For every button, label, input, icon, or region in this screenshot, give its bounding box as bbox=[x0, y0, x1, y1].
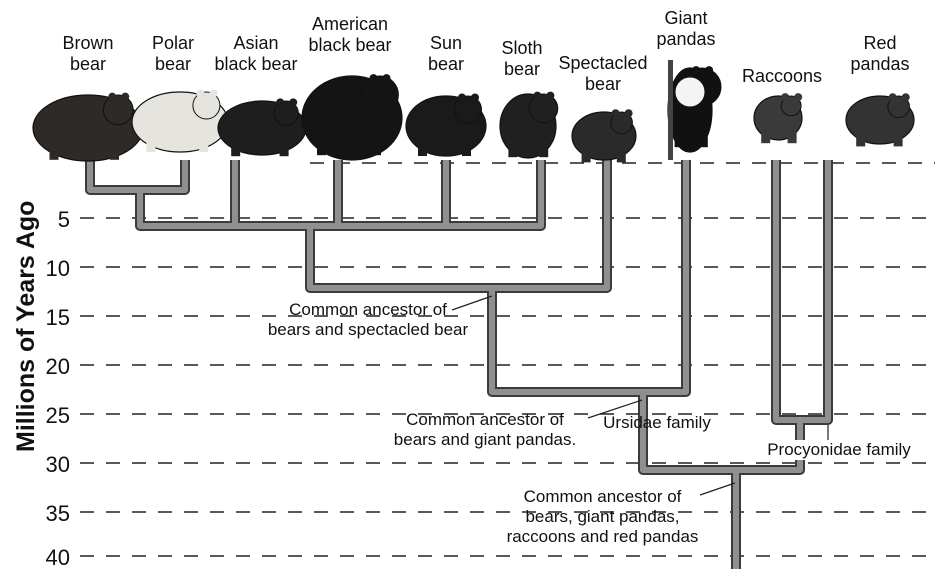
species-label-brown-bear: Brown bear bbox=[62, 33, 113, 75]
annotation-ancestor-bears-spectacled: Common ancestor of bears and spectacled … bbox=[258, 300, 478, 340]
leg-icon bbox=[199, 140, 208, 152]
branch-outline bbox=[90, 160, 185, 190]
tick-label: 25 bbox=[24, 403, 70, 429]
branch bbox=[776, 160, 828, 420]
panda-face-icon bbox=[675, 77, 705, 107]
ear-icon bbox=[196, 90, 204, 98]
ear-icon bbox=[471, 94, 479, 102]
american-black-bear-head-icon bbox=[361, 76, 399, 114]
leg-icon bbox=[539, 145, 548, 157]
species-label-american-black-bear: American black bear bbox=[308, 14, 391, 56]
tick-label: 35 bbox=[24, 501, 70, 527]
branch bbox=[140, 190, 235, 226]
leg-icon bbox=[699, 135, 708, 147]
tick-label: 5 bbox=[24, 207, 70, 233]
leg-icon bbox=[675, 135, 684, 147]
leg-icon bbox=[617, 150, 626, 162]
ear-icon bbox=[705, 66, 713, 74]
ear-icon bbox=[546, 92, 554, 100]
species-label-raccoons: Raccoons bbox=[742, 66, 822, 87]
leg-icon bbox=[50, 148, 59, 160]
species-label-giant-pandas: Giant pandas bbox=[656, 8, 715, 50]
brown-bear-head-icon bbox=[103, 95, 133, 125]
ear-icon bbox=[458, 94, 466, 102]
leg-icon bbox=[372, 143, 381, 155]
tick-label: 15 bbox=[24, 305, 70, 331]
ear-icon bbox=[209, 90, 217, 98]
leg-icon bbox=[582, 150, 591, 162]
annotation-procyonidae-family: Procyonidae family bbox=[764, 440, 914, 460]
leg-icon bbox=[317, 143, 326, 155]
species-label-polar-bear: Polar bear bbox=[152, 33, 194, 75]
leg-icon bbox=[508, 145, 517, 157]
tick-label: 40 bbox=[24, 545, 70, 571]
species-label-spectacled-bear: Spectacled bear bbox=[558, 53, 647, 95]
leg-icon bbox=[761, 131, 770, 143]
species-label-sun-bear: Sun bear bbox=[428, 33, 464, 75]
ear-icon bbox=[902, 93, 910, 101]
leg-icon bbox=[462, 144, 471, 156]
ear-icon bbox=[370, 74, 378, 82]
ear-icon bbox=[781, 93, 789, 101]
leg-icon bbox=[146, 140, 155, 152]
annotation-ursidae-family: Ursidae family bbox=[592, 413, 722, 433]
leg-icon bbox=[894, 134, 903, 146]
sloth-bear-head-icon bbox=[529, 94, 558, 123]
ear-icon bbox=[121, 93, 129, 101]
leg-icon bbox=[418, 144, 427, 156]
branch bbox=[492, 160, 686, 392]
branch-outline bbox=[776, 160, 828, 420]
tick-label: 20 bbox=[24, 354, 70, 380]
species-label-sloth-bear: Sloth bear bbox=[501, 38, 542, 80]
ear-icon bbox=[108, 93, 116, 101]
annotation-ancestor-all: Common ancestor of bears, giant pandas, … bbox=[500, 487, 705, 547]
branch bbox=[235, 160, 541, 226]
ear-icon bbox=[533, 92, 541, 100]
species-label-red-pandas: Red pandas bbox=[850, 33, 909, 75]
ear-icon bbox=[625, 109, 633, 117]
annotation-ancestor-bears-pandas: Common ancestor of bears and giant panda… bbox=[380, 410, 590, 450]
ear-icon bbox=[276, 98, 284, 106]
leg-icon bbox=[110, 148, 119, 160]
ear-icon bbox=[794, 93, 802, 101]
tick-label: 10 bbox=[24, 256, 70, 282]
ear-icon bbox=[289, 98, 297, 106]
ear-icon bbox=[383, 74, 391, 82]
leg-icon bbox=[280, 144, 289, 156]
leg-icon bbox=[231, 144, 240, 156]
ear-icon bbox=[889, 93, 897, 101]
ear-icon bbox=[612, 109, 620, 117]
branch-outline bbox=[140, 190, 235, 226]
bamboo-icon bbox=[668, 60, 673, 160]
branch-outline bbox=[492, 160, 686, 392]
branch-outline bbox=[235, 160, 541, 226]
leg-icon bbox=[856, 134, 865, 146]
ear-icon bbox=[692, 66, 700, 74]
leg-icon bbox=[788, 131, 797, 143]
species-label-asian-black-bear: Asian black bear bbox=[214, 33, 297, 75]
leader-line bbox=[700, 483, 735, 495]
tick-label: 30 bbox=[24, 452, 70, 478]
